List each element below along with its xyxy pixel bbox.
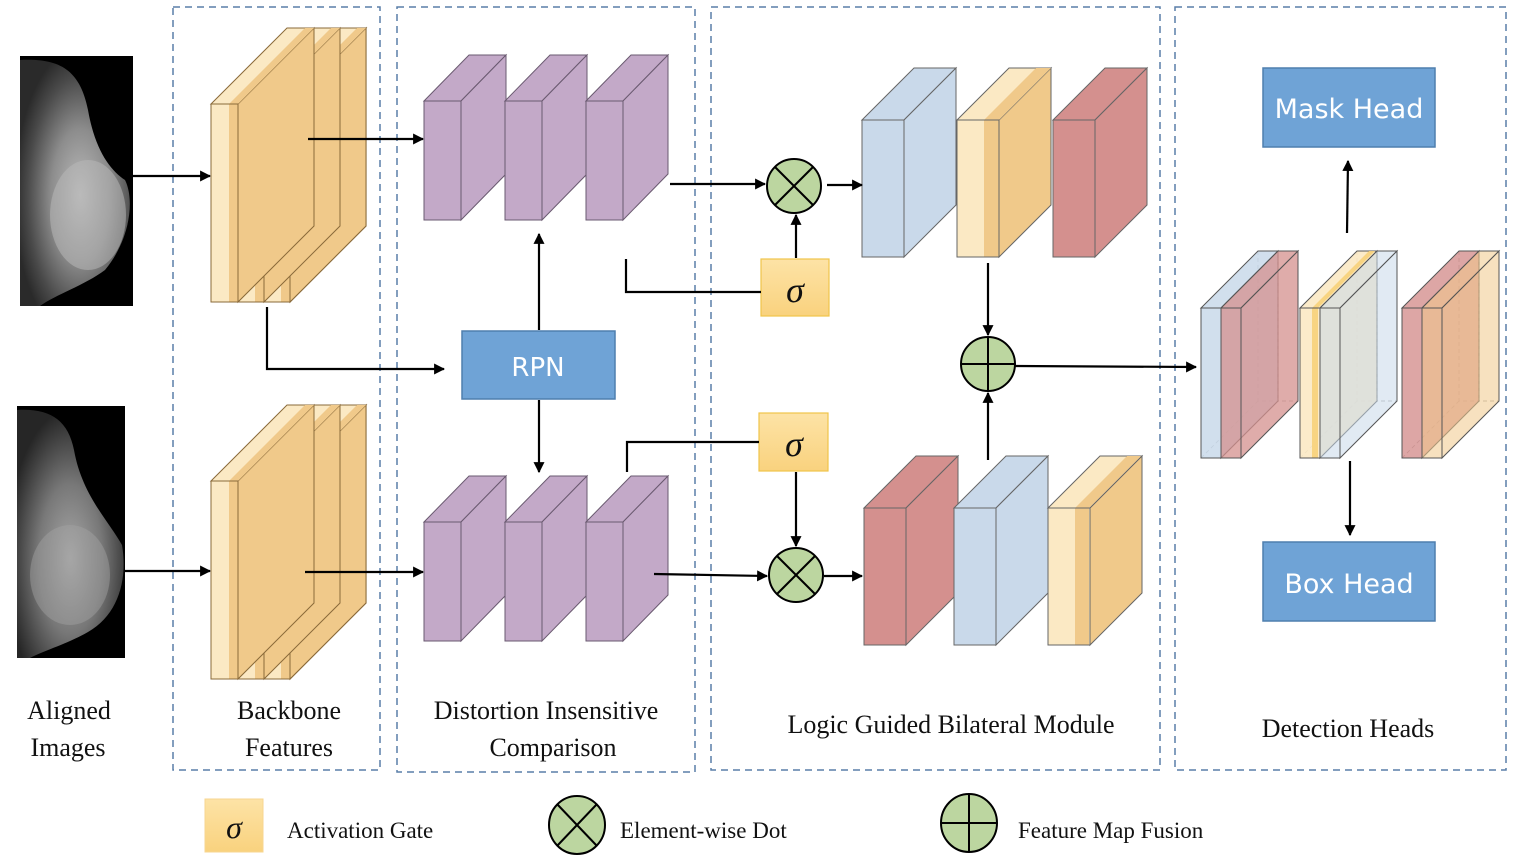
connectors — [125, 133, 1356, 582]
backbone-slab — [209, 403, 316, 681]
fused-blue-slab — [1318, 249, 1399, 460]
rpn-node: RPN — [461, 330, 616, 400]
dic-feature-slab — [503, 474, 589, 643]
line-dic-top-to-gate-bottom — [625, 440, 759, 472]
rpn-label: RPN — [511, 353, 564, 383]
label-dic-line2: Comparison — [489, 733, 616, 762]
dic-feature-blocks-bottom — [422, 474, 670, 643]
activation-gate-bottom: σ — [758, 412, 829, 472]
backbone-section-box — [172, 6, 381, 771]
lgbm-blue-slab — [860, 66, 958, 259]
activation-gate-icon — [204, 798, 264, 853]
activation-gate-top: σ — [760, 258, 830, 317]
dic-feature-slab — [584, 474, 670, 643]
line-dic-bottom-to-gate-top — [624, 259, 761, 294]
section-labels: Aligned Images Backbone Features Distort… — [27, 696, 1434, 762]
fused-feature-blocks — [1199, 249, 1501, 460]
gate-symbol: σ — [786, 270, 805, 310]
bottom-mammogram — [17, 406, 125, 658]
arrow-dic-bottom-to-dot — [653, 570, 769, 582]
legend-item-feature-fusion: Feature Map Fusion — [940, 793, 1204, 853]
feature-fusion-op — [960, 336, 1016, 392]
detection-section-box — [1174, 6, 1507, 771]
backbone-slab — [209, 26, 316, 304]
feature-fusion-icon — [940, 793, 998, 853]
label-dic-line1: Distortion Insensitive — [434, 696, 659, 725]
arrow-backbone-to-rpn — [265, 307, 446, 375]
lgbm-yellow-slab — [1046, 454, 1144, 647]
dic-feature-slab — [584, 53, 670, 222]
label-backbone-line1: Backbone — [237, 696, 341, 725]
gate-symbol: σ — [785, 424, 804, 464]
lgbm-red-slab — [1051, 66, 1149, 259]
label-aligned-images-line1: Aligned — [27, 696, 111, 725]
element-wise-dot-icon — [548, 795, 606, 855]
backbone-feature-top — [209, 26, 368, 304]
dic-feature-blocks-top — [422, 53, 670, 222]
legend-label-element-wise-dot: Element-wise Dot — [620, 818, 787, 843]
legend-gate-symbol: σ — [226, 809, 243, 845]
arrow-fusion-to-detection — [1014, 361, 1198, 373]
element-wise-dot-top — [766, 158, 822, 214]
fused-orange-slab — [1420, 249, 1501, 460]
lgbm-yellow-slab — [955, 66, 1053, 259]
label-detection-heads: Detection Heads — [1262, 714, 1435, 743]
lgbm-feature-blocks-top — [860, 66, 1149, 259]
dic-section-box — [396, 6, 696, 773]
top-mammogram — [20, 56, 133, 307]
dic-feature-slab — [503, 53, 589, 222]
label-backbone-line2: Features — [245, 733, 333, 762]
backbone-feature-bottom — [209, 403, 368, 681]
dic-feature-slab — [422, 474, 508, 643]
box-head-node: Box Head — [1262, 541, 1436, 622]
dic-feature-slab — [422, 53, 508, 222]
section-boxes — [172, 6, 1507, 773]
box-head-label: Box Head — [1284, 569, 1413, 600]
lgbm-feature-blocks-bottom — [862, 454, 1144, 647]
element-wise-dot-bottom — [768, 547, 824, 603]
label-aligned-images-line2: Images — [30, 733, 105, 762]
legend-label-feature-fusion: Feature Map Fusion — [1018, 818, 1204, 843]
arrow-to-mask-head — [1342, 159, 1354, 234]
lgbm-section-box — [710, 6, 1161, 771]
legend: σ Activation Gate Element-wise Dot Featu… — [204, 793, 1204, 855]
legend-item-activation-gate: σ Activation Gate — [204, 798, 433, 853]
mask-head-label: Mask Head — [1275, 94, 1424, 125]
fused-red-slab — [1219, 249, 1300, 460]
lgbm-red-slab — [862, 454, 960, 647]
label-lgbm: Logic Guided Bilateral Module — [787, 710, 1114, 739]
legend-label-activation-gate: Activation Gate — [287, 818, 433, 843]
legend-item-element-wise-dot: Element-wise Dot — [548, 795, 787, 855]
mask-head-node: Mask Head — [1262, 67, 1436, 148]
lgbm-blue-slab — [952, 454, 1050, 647]
